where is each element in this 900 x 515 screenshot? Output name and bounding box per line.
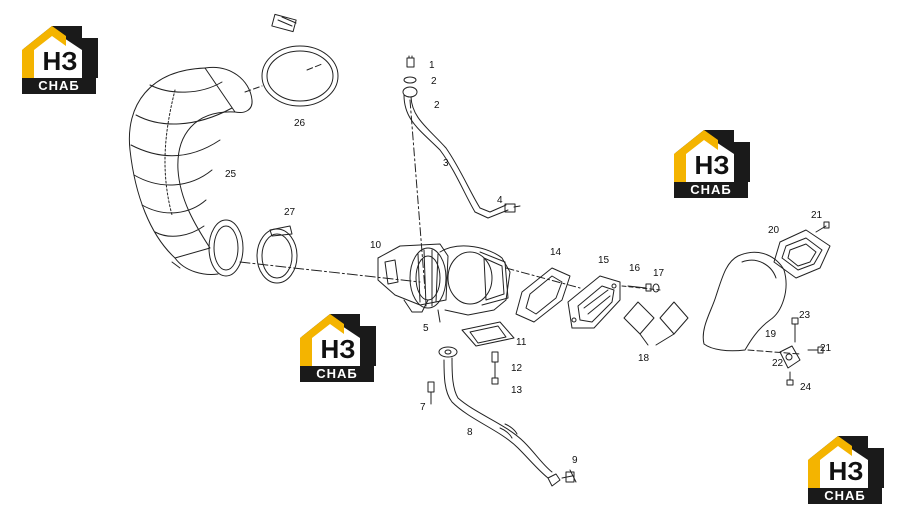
turbocharger-part xyxy=(377,243,511,323)
hose-clamp-lower-part xyxy=(256,225,298,284)
exhaust-elbow-part xyxy=(567,275,621,329)
callout-label: 10 xyxy=(370,240,382,251)
callout-label: 26 xyxy=(294,118,306,129)
callout-label: 24 xyxy=(800,382,812,393)
company-logo: НЗ СНАБ xyxy=(672,126,752,198)
callout-label: 20 xyxy=(768,225,780,236)
logo-mark: НЗ xyxy=(320,334,356,364)
callout-label: 3 xyxy=(443,158,449,169)
callout-label: 17 xyxy=(653,268,665,279)
callout-label: 15 xyxy=(598,255,610,266)
intake-hose-part xyxy=(128,66,253,277)
callout-label: 2 xyxy=(431,76,437,87)
logo-brand: СНАБ xyxy=(300,366,374,382)
callout-label: 13 xyxy=(511,385,523,396)
logo-mark: НЗ xyxy=(42,46,78,76)
callout-label: 27 xyxy=(284,207,296,218)
callout-label: 11 xyxy=(516,337,527,348)
callout-label: 12 xyxy=(511,363,523,374)
callout-label: 5 xyxy=(423,323,429,334)
manifold-gaskets-part xyxy=(623,301,689,346)
callout-label: 19 xyxy=(765,329,777,340)
oil-feed-pipe-part xyxy=(402,55,521,291)
callout-label: 21 xyxy=(820,343,832,354)
assembly-centerline xyxy=(239,261,421,283)
callout-label: 9 xyxy=(572,455,578,466)
callout-label: 2 xyxy=(434,100,440,111)
callout-label: 14 xyxy=(550,247,562,258)
callout-label: 23 xyxy=(799,310,811,321)
turbo-flange-gasket-part xyxy=(461,321,515,347)
callout-label: 18 xyxy=(638,353,650,364)
exhaust-manifold-part xyxy=(702,251,787,352)
oil-return-pipe-part xyxy=(427,357,577,487)
square-flange-part xyxy=(773,221,831,279)
callout-label: 1 xyxy=(429,60,435,71)
company-logo: НЗ СНАБ xyxy=(298,310,378,382)
bolt-washer-part xyxy=(621,283,661,293)
logo-brand: СНАБ xyxy=(22,78,96,94)
callout-label: 16 xyxy=(629,263,641,274)
exhaust-gasket-part xyxy=(505,267,581,323)
logo-mark: НЗ xyxy=(828,456,864,486)
company-logo: НЗ СНАБ xyxy=(20,22,100,94)
callout-label: 7 xyxy=(420,402,426,413)
callout-label: 21 xyxy=(811,210,823,221)
hose-clamp-top-part xyxy=(244,13,339,107)
callout-label: 8 xyxy=(467,427,473,438)
callout-label: 25 xyxy=(225,169,237,180)
callout-label: 4 xyxy=(497,195,503,206)
logo-mark: НЗ xyxy=(694,150,730,180)
company-logo: НЗ СНАБ xyxy=(806,432,886,504)
logo-brand: СНАБ xyxy=(808,488,882,504)
oil-return-gasket-part xyxy=(438,346,458,358)
small-bracket-part xyxy=(747,317,824,386)
stud-nut-part xyxy=(491,351,499,385)
callout-label: 22 xyxy=(772,358,784,369)
logo-brand: СНАБ xyxy=(674,182,748,198)
